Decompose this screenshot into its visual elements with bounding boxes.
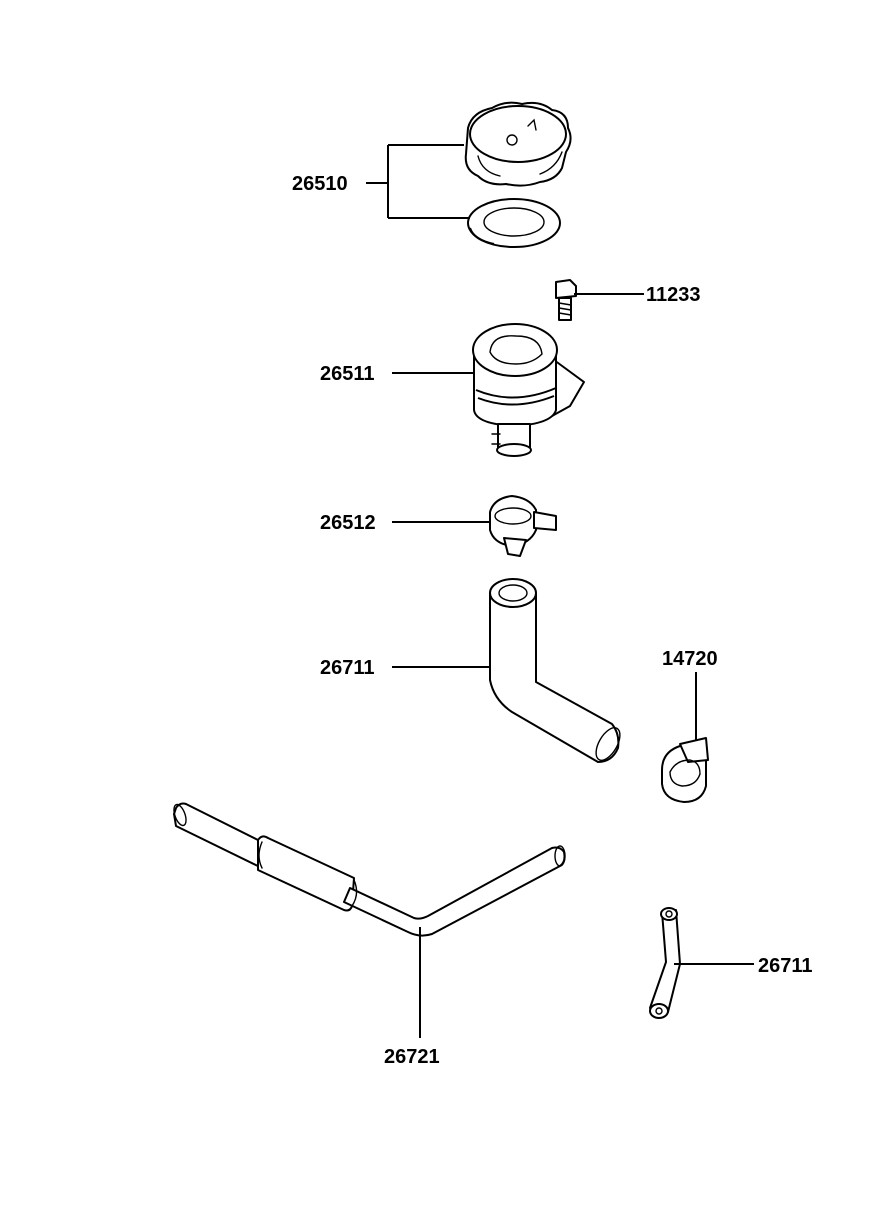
part-number-26510: 26510 [292, 173, 348, 195]
part-number-14720: 14720 [662, 648, 718, 670]
part-number-26511: 26511 [320, 363, 375, 385]
fuel-cap-part [464, 101, 572, 187]
leader-26510 [366, 144, 470, 219]
clip-part [661, 737, 709, 803]
part-number-26711-upper: 26711 [320, 657, 375, 679]
bolt-part [555, 279, 577, 321]
part-number-11233: 11233 [646, 284, 701, 306]
part-number-26711-lower: 26711 [758, 955, 813, 977]
part-number-26512: 26512 [320, 512, 376, 534]
hose-clamp-part [489, 495, 557, 557]
cap-gasket-part [467, 198, 561, 248]
long-hose-part [173, 802, 566, 937]
filler-neck-part [472, 323, 585, 457]
bent-hose-part [489, 578, 621, 763]
small-hose-part [649, 907, 681, 1019]
part-number-26721: 26721 [384, 1046, 440, 1068]
